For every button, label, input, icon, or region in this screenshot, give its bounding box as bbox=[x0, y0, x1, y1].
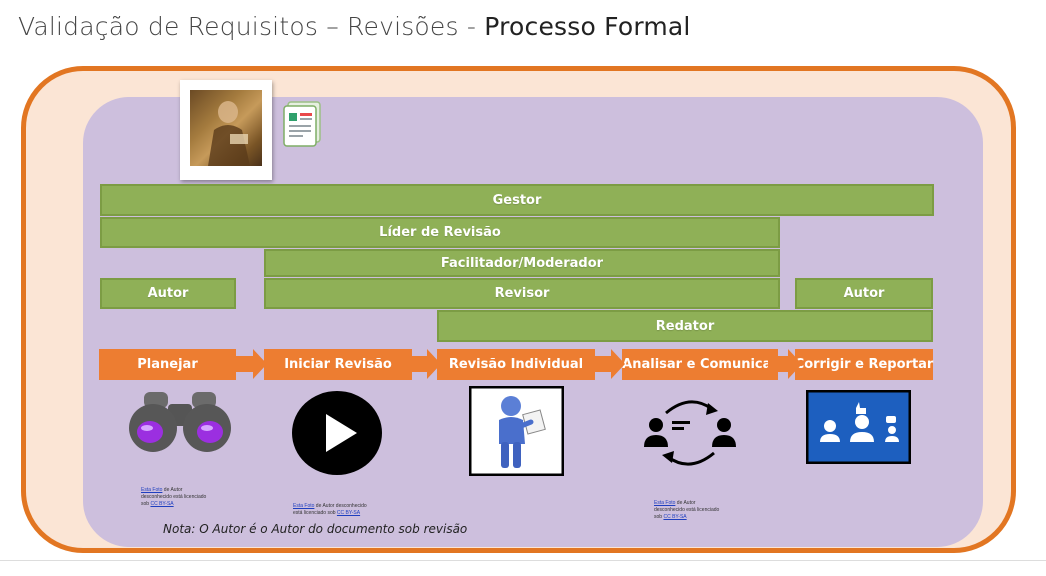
license-link[interactable]: CC BY-SA bbox=[336, 510, 361, 516]
document-icon bbox=[283, 101, 321, 147]
team-report-icon bbox=[806, 390, 911, 464]
photo-credit-3: Esta Foto de Autor desconhecido está lic… bbox=[654, 500, 720, 520]
step-iniciar-revisao: Iniciar Revisão bbox=[264, 349, 412, 380]
license-link[interactable]: CC BY-SA bbox=[663, 514, 687, 520]
role-autor-left: Autor bbox=[100, 278, 236, 309]
role-facilitador: Facilitador/Moderador bbox=[264, 249, 780, 277]
divider bbox=[0, 560, 1046, 561]
exchange-icon bbox=[644, 400, 736, 466]
credit-link[interactable]: Esta Foto bbox=[141, 487, 163, 493]
reading-person-icon bbox=[469, 386, 564, 476]
role-redator: Redator bbox=[437, 310, 933, 342]
step-analisar-comunicar: Analisar e Comunicar bbox=[622, 349, 778, 380]
binoculars-icon bbox=[129, 392, 231, 452]
arrow-right-icon bbox=[768, 349, 802, 379]
photo-credit-2: Esta Foto de Autor desconhecido está lic… bbox=[293, 503, 367, 516]
role-gestor: Gestor bbox=[100, 184, 934, 216]
title-part2: Processo Formal bbox=[484, 12, 691, 41]
role-lider-revisao: Líder de Revisão bbox=[100, 217, 780, 248]
credit-link[interactable]: Esta Foto bbox=[654, 500, 676, 506]
author-note: Nota: O Autor é o Autor do documento sob… bbox=[163, 522, 468, 536]
page-title: Validação de Requisitos – Revisões - Pro… bbox=[18, 12, 691, 41]
role-revisor: Revisor bbox=[264, 278, 780, 309]
arrow-right-icon bbox=[591, 349, 625, 379]
step-revisao-individual: Revisão Individual bbox=[437, 349, 595, 380]
play-icon bbox=[292, 391, 382, 475]
step-corrigir-reportar: Corrigir e Reportar bbox=[795, 349, 933, 380]
photo-credit-1: Esta Foto de Autor desconhecido está lic… bbox=[141, 487, 207, 507]
arrow-right-icon bbox=[407, 349, 441, 379]
license-link[interactable]: CC BY-SA bbox=[150, 501, 174, 507]
step-planejar: Planejar bbox=[99, 349, 236, 380]
role-autor-right: Autor bbox=[795, 278, 933, 309]
painting-art bbox=[190, 90, 262, 166]
title-part1: Validação de Requisitos – Revisões - bbox=[18, 12, 485, 41]
arrow-right-icon bbox=[233, 349, 267, 379]
monk-painting-image bbox=[180, 80, 272, 180]
credit-link[interactable]: Esta Foto bbox=[293, 503, 315, 509]
